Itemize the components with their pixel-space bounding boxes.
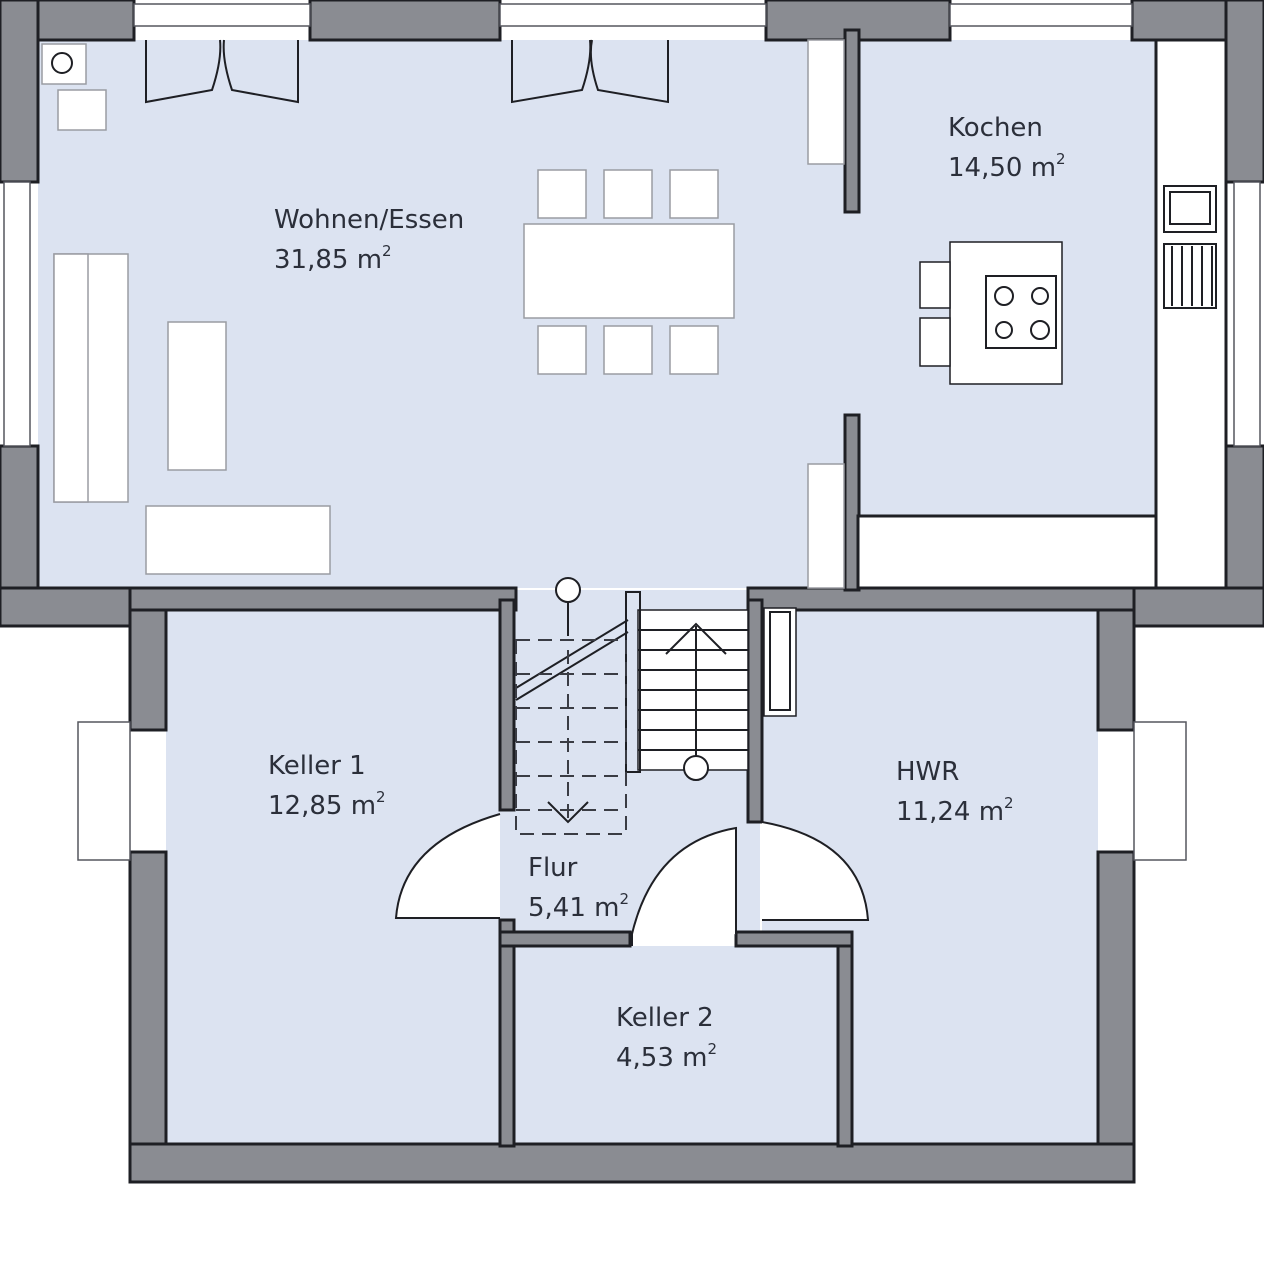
window-top-1 (133, 3, 311, 27)
door-keller2 (631, 826, 737, 946)
window-keller1 (77, 721, 131, 861)
sofa-left-back (53, 253, 89, 503)
drainboard-ribs (1171, 246, 1213, 306)
floor-keller2 (514, 946, 838, 1144)
wall-mid-band-right (746, 586, 1136, 612)
wall-kochen-right (1154, 38, 1228, 590)
dining-table (523, 223, 735, 319)
cabinet-lower (807, 463, 845, 589)
label-kochen-area: 14,50 m2 (948, 150, 1066, 183)
stair-lower-arrow (547, 801, 589, 824)
terrace-doors (145, 39, 669, 104)
label-keller2-area: 4,53 m2 (616, 1040, 717, 1073)
window-right (1233, 181, 1261, 447)
windows (3, 3, 1261, 861)
staircase (515, 577, 749, 835)
label-hwr-name: HWR (896, 757, 959, 787)
chair-4 (537, 325, 587, 375)
wall-keller2-top-right (734, 930, 854, 948)
wall-top-mid1 (308, 0, 502, 42)
wall-keller-right-upper (1096, 586, 1136, 732)
chair-1 (537, 169, 587, 219)
sideboard (57, 89, 107, 131)
stair-start-circle (683, 755, 709, 781)
door-hwr (761, 821, 870, 921)
wall-keller-left-lower (128, 850, 168, 1184)
sink-basin (1169, 191, 1211, 225)
stair-handrail (625, 591, 641, 773)
wall-left-upper (0, 0, 40, 184)
label-wohnen-area: 31,85 m2 (274, 242, 392, 275)
door-swing-2 (511, 39, 669, 104)
kitchen-furniture (919, 185, 1217, 385)
label-keller2-name: Keller 2 (616, 1003, 714, 1033)
inner-walls (498, 28, 1228, 1148)
kitchen-island (949, 241, 1063, 385)
wall-keller2-top-left (498, 930, 632, 948)
wall-bottom (128, 1142, 1136, 1184)
cabinet-upper (807, 39, 845, 165)
label-flur-name: Flur (528, 853, 578, 883)
cooktop (985, 275, 1057, 349)
stool-1 (919, 261, 951, 309)
chair-5 (603, 325, 653, 375)
label-hwr-area: 11,24 m2 (896, 794, 1014, 827)
label-wohnen-name: Wohnen/Essen (274, 205, 464, 235)
chimney (41, 43, 87, 85)
wall-keller-right-lower (1096, 850, 1136, 1184)
burner-1 (994, 286, 1014, 306)
stair-top-circle (555, 577, 581, 603)
window-top-3 (949, 3, 1133, 27)
window-hwr (1133, 721, 1187, 861)
chimney-circle (51, 52, 73, 74)
burner-3 (995, 321, 1013, 339)
drainboard (1163, 243, 1217, 309)
stair-treads (638, 629, 748, 751)
chair-2 (603, 169, 653, 219)
label-kochen-name: Kochen (948, 113, 1043, 143)
chair-3 (669, 169, 719, 219)
living-furniture (41, 39, 845, 589)
wall-mid-band-left (128, 586, 518, 612)
window-left (3, 181, 31, 447)
stair-arrow (665, 622, 727, 768)
stool-2 (919, 317, 951, 367)
stair-diagonal (515, 619, 629, 701)
wall-keller2-right (836, 930, 854, 1148)
wall-keller1-right (498, 598, 516, 812)
burner-2 (1031, 287, 1049, 305)
wall-right-upper (1224, 0, 1264, 184)
wall-kochen-upper (843, 28, 861, 214)
chair-6 (669, 325, 719, 375)
door-keller1 (394, 813, 501, 919)
burner-4 (1030, 320, 1050, 340)
sofa-bottom (145, 505, 331, 575)
label-keller1-area: 12,85 m2 (268, 788, 386, 821)
hwr-cabinet (763, 607, 797, 717)
sink (1163, 185, 1217, 233)
hwr-cabinet-inner (769, 611, 791, 711)
label-flur-area: 5,41 m2 (528, 890, 629, 923)
room-labels: Wohnen/Essen 31,85 m2 Kochen 14,50 m2 Ke… (268, 113, 1066, 1073)
wall-keller2-left (498, 918, 516, 1148)
window-top-2 (499, 3, 767, 27)
door-swing-1 (145, 39, 299, 104)
label-keller1-name: Keller 1 (268, 751, 366, 781)
coffee-table (167, 321, 227, 471)
stair-lower-outline (515, 639, 627, 835)
wall-kochen-lower (843, 413, 861, 592)
outer-walls (0, 0, 1264, 1184)
stair-lower-treads (516, 650, 626, 820)
doors (394, 813, 870, 946)
wall-hwr-left (746, 598, 764, 824)
wall-kochen-bottom (856, 514, 1158, 590)
